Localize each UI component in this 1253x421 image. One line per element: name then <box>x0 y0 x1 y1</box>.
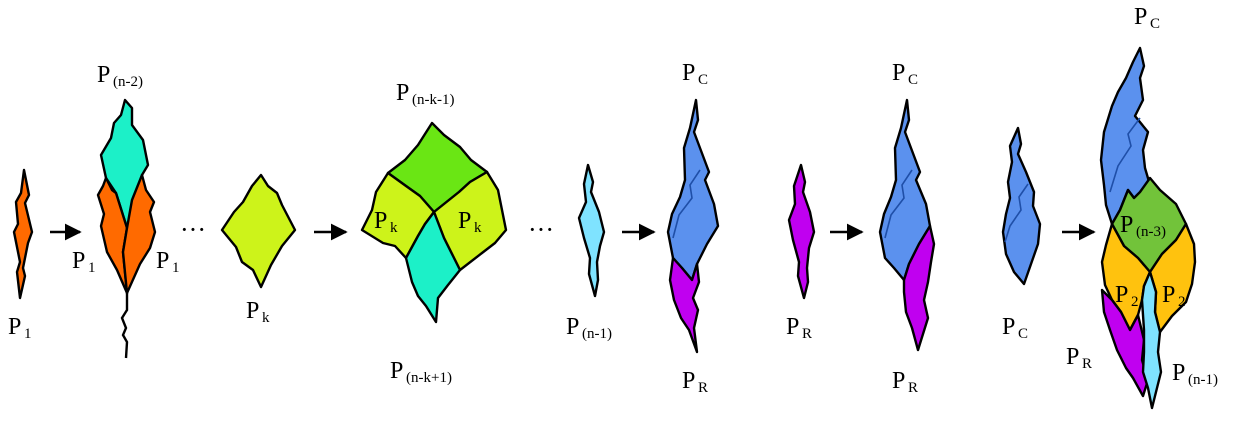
tile-pc-1 <box>666 98 720 282</box>
label-pr-1: P <box>682 368 695 394</box>
tile-pnkp1 <box>404 210 462 324</box>
label-pnkp1-sub: (n-k+1) <box>406 370 452 386</box>
stage-final: P C P (n-3) P 2 P 2 P R P (n-1) <box>1066 4 1218 410</box>
label-pn2: P <box>97 62 110 88</box>
label-pnkp1: P <box>390 358 403 384</box>
tile-pc-crease <box>1004 183 1029 243</box>
tile-p1-right <box>121 173 157 295</box>
label-pr-2: P <box>892 368 905 394</box>
label-pn1: P <box>566 314 579 340</box>
stage-pc-pr-1: P C P R <box>666 60 720 396</box>
label-pnk1-sub: (n-k-1) <box>412 92 454 108</box>
label-pn2-sub: (n-2) <box>113 74 143 90</box>
ellipsis-1: ··· <box>180 215 206 244</box>
label-pn1-final: P <box>1172 360 1185 386</box>
label-pk-right-sub: k <box>474 220 482 236</box>
label-pc-2: P <box>892 60 905 86</box>
label-pr-1-sub: R <box>698 380 708 396</box>
label-pr-2-sub: R <box>908 380 918 396</box>
label-pr-final: P <box>1066 344 1079 370</box>
label-pr-final-sub: R <box>1082 356 1092 372</box>
label-pk-left-sub: k <box>390 220 398 236</box>
tile-p1 <box>12 168 34 300</box>
tile-pc-1-crease <box>672 169 701 239</box>
label-p1-right-sub: 1 <box>172 260 180 276</box>
label-pc-final: P <box>1134 4 1147 30</box>
label-pc-sub: C <box>1018 326 1028 342</box>
label-pnk1: P <box>396 80 409 106</box>
tile-pc-2-crease <box>884 169 913 239</box>
label-pc-final-sub: C <box>1150 16 1160 32</box>
stage-pn1: P (n-1) <box>566 163 612 342</box>
label-p2-right: P <box>1162 282 1175 308</box>
tile-pc-top-crease <box>1109 117 1141 193</box>
label-pc: P <box>1002 314 1015 340</box>
stage-pn2: P (n-2) P 1 P 1 <box>72 62 180 359</box>
label-pn1-sub: (n-1) <box>582 326 612 342</box>
label-pc-1-sub: C <box>698 72 708 88</box>
label-p2-right-sub: 2 <box>1178 294 1186 310</box>
stage-p1: P 1 <box>8 168 34 342</box>
ellipsis-2: ··· <box>528 215 554 244</box>
label-p2-left-sub: 2 <box>1131 294 1139 310</box>
label-pk-sub: k <box>262 310 270 326</box>
label-p2-left: P <box>1115 282 1128 308</box>
tile-pn1 <box>577 163 606 298</box>
stage-cluster: P (n-k-1) P k P k P (n-k+1) <box>360 80 508 386</box>
stage-pc-pr-2: P C P R <box>878 60 936 396</box>
label-pc-1: P <box>682 60 695 86</box>
stage-pk: P k <box>220 173 297 326</box>
tile-pn1-final <box>1140 270 1163 410</box>
label-p1-sub: 1 <box>24 326 32 342</box>
label-pr: P <box>786 314 799 340</box>
label-p1-left-sub: 1 <box>88 260 96 276</box>
tile-pk <box>220 173 297 289</box>
label-pk-left: P <box>374 208 387 234</box>
label-pc-2-sub: C <box>908 72 918 88</box>
label-p1-left: P <box>72 248 85 274</box>
tile-pr-2 <box>902 224 936 352</box>
label-p1: P <box>8 314 21 340</box>
tile-p1-left <box>96 176 129 295</box>
stage-pc: P C <box>1001 126 1042 342</box>
label-pk: P <box>246 298 259 324</box>
label-pn3: P <box>1120 212 1133 238</box>
label-pr-sub: R <box>802 326 812 342</box>
label-pk-right: P <box>458 208 471 234</box>
tile-pr-1 <box>668 256 701 354</box>
stem <box>120 293 129 359</box>
label-pn3-sub: (n-3) <box>1136 224 1166 240</box>
stage-pr: P R <box>786 163 816 342</box>
label-pn1-final-sub: (n-1) <box>1188 372 1218 388</box>
tile-pr <box>787 163 816 300</box>
tile-pc <box>1001 126 1042 286</box>
label-p1-right: P <box>156 248 169 274</box>
